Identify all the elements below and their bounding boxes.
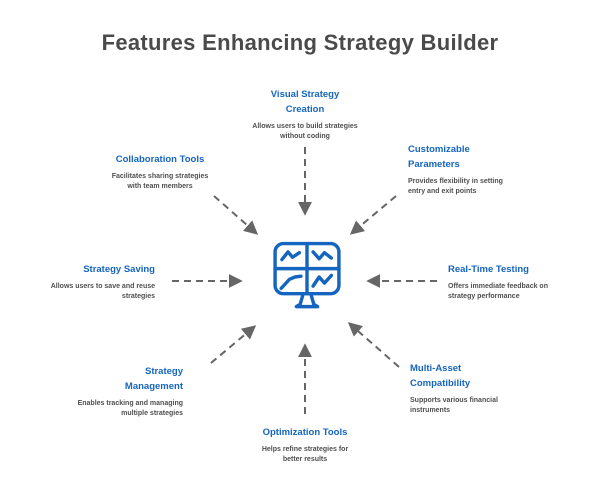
feature-title: Real-Time Testing xyxy=(448,262,578,277)
arrow-bottom-right xyxy=(347,322,400,368)
feature-desc-line: better results xyxy=(282,456,328,463)
feature-description: Allows users to save and reuse strategie… xyxy=(15,282,155,302)
feature-title-line: Creation xyxy=(285,104,325,115)
feature-desc-line: Allows users to save and reuse xyxy=(50,283,155,290)
feature-description: Helps refine strategies for better resul… xyxy=(230,445,380,465)
feature-title-line: Visual Strategy xyxy=(270,89,340,100)
feature-title-line: Customizable xyxy=(408,144,470,155)
feature-optimization-tools: Optimization Tools Helps refine strategi… xyxy=(230,425,380,465)
feature-desc-line: multiple strategies xyxy=(121,410,183,417)
feature-desc-line: Offers immediate feedback on xyxy=(448,283,548,290)
feature-title-line: Strategy xyxy=(144,366,183,377)
feature-description: Offers immediate feedback on strategy pe… xyxy=(448,282,578,302)
feature-desc-line: with team members xyxy=(127,183,193,190)
feature-desc-line: Enables tracking and managing xyxy=(77,400,183,407)
feature-customizable-parameters: Customizable Parameters Provides flexibi… xyxy=(408,142,538,197)
feature-description: Supports various financial instruments xyxy=(410,396,540,416)
feature-title: Visual Strategy Creation xyxy=(230,87,380,117)
feature-desc-line: entry and exit points xyxy=(408,188,477,195)
feature-title: Multi-Asset Compatibility xyxy=(410,361,540,391)
feature-desc-line: without coding xyxy=(280,133,330,140)
feature-description: Provides flexibility in setting entry an… xyxy=(408,177,538,197)
feature-desc-line: strategies xyxy=(121,293,155,300)
feature-desc-line: Supports various financial xyxy=(410,397,498,404)
feature-desc-line: strategy performance xyxy=(448,293,520,300)
feature-real-time-testing: Real-Time Testing Offers immediate feedb… xyxy=(448,262,578,302)
trading-monitor-icon xyxy=(269,239,345,315)
feature-desc-line: Provides flexibility in setting xyxy=(408,178,503,185)
feature-description: Facilitates sharing strategies with team… xyxy=(95,172,225,192)
feature-title-line: Multi-Asset xyxy=(410,363,462,374)
feature-description: Allows users to build strategies without… xyxy=(230,122,380,142)
feature-title: Strategy Management xyxy=(53,364,183,394)
feature-title: Strategy Saving xyxy=(15,262,155,277)
feature-description: Enables tracking and managing multiple s… xyxy=(53,399,183,419)
feature-strategy-saving: Strategy Saving Allows users to save and… xyxy=(15,262,155,302)
page-title: Features Enhancing Strategy Builder xyxy=(101,30,499,55)
feature-title-line: Compatibility xyxy=(410,378,471,389)
feature-title: Collaboration Tools xyxy=(95,152,225,167)
feature-visual-strategy-creation: Visual Strategy Creation Allows users to… xyxy=(230,87,380,142)
feature-title: Customizable Parameters xyxy=(408,142,538,172)
feature-desc-line: instruments xyxy=(410,407,451,414)
feature-title-line: Optimization Tools xyxy=(262,427,348,438)
feature-title-line: Real-Time Testing xyxy=(448,264,529,275)
feature-title: Optimization Tools xyxy=(230,425,380,440)
feature-multi-asset-compatibility: Multi-Asset Compatibility Supports vario… xyxy=(410,361,540,416)
feature-title-line: Management xyxy=(124,381,183,392)
feature-title-line: Collaboration Tools xyxy=(115,154,205,165)
feature-desc-line: Helps refine strategies for xyxy=(261,446,349,453)
feature-title-line: Strategy Saving xyxy=(83,264,155,275)
feature-desc-line: Allows users to build strategies xyxy=(252,123,358,130)
arrow-top-left xyxy=(213,195,259,235)
feature-collaboration-tools: Collaboration Tools Facilitates sharing … xyxy=(95,152,225,192)
feature-strategy-management: Strategy Management Enables tracking and… xyxy=(53,364,183,419)
arrow-top-right xyxy=(349,195,397,235)
arrow-bottom-left xyxy=(210,325,257,364)
feature-desc-line: Facilitates sharing strategies xyxy=(111,173,209,180)
feature-title-line: Parameters xyxy=(408,159,460,170)
